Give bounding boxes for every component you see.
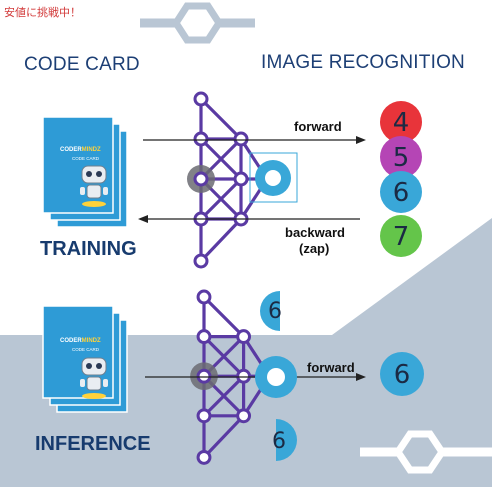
robot-icon xyxy=(80,165,108,207)
network-edge xyxy=(202,295,245,338)
svg-text:6: 6 xyxy=(268,299,282,324)
network-node xyxy=(193,131,209,147)
output-digit-7: 7 xyxy=(380,215,422,257)
card-brand-text: CODERMINDZ xyxy=(60,147,101,153)
backward-label: backward xyxy=(285,225,345,240)
network-node xyxy=(236,408,252,424)
inference-label: INFERENCE xyxy=(35,433,151,455)
forward-label-inference: forward xyxy=(307,360,355,375)
network-edge xyxy=(199,217,243,263)
card-subtitle-text: CODE CARD xyxy=(72,156,100,161)
card-subtitle-text: CODE CARD xyxy=(72,347,100,352)
watermark-text: 安値に挑戦中！ xyxy=(4,6,81,19)
network-edge xyxy=(199,97,243,141)
output-digit-text: 5 xyxy=(393,143,410,173)
hexagon-top-icon xyxy=(140,2,255,44)
output-digit-4: 4 xyxy=(380,101,422,143)
output-digit-text: 7 xyxy=(393,222,410,252)
output-digit-text: 4 xyxy=(393,108,410,138)
forward-arrow-training xyxy=(143,136,366,144)
background-panel xyxy=(0,218,492,487)
output-digit-circle xyxy=(380,171,422,213)
hexagon-bottom-icon xyxy=(360,430,492,474)
output-digit-circle xyxy=(380,101,422,143)
network-node xyxy=(196,408,212,424)
forward-arrow-inference xyxy=(145,373,366,381)
code-card-stack-inference: CODERMINDZ CODE CARD xyxy=(42,305,128,413)
code-card-heading: CODE CARD xyxy=(24,54,140,75)
output-digit-6: 6 xyxy=(380,171,422,213)
network-node xyxy=(193,253,209,269)
image-recognition-heading: IMAGE RECOGNITION xyxy=(261,52,465,73)
network-edge xyxy=(202,375,245,417)
focus-box xyxy=(249,152,298,203)
training-label: TRAINING xyxy=(40,238,137,260)
code-card-stack-training: CODERMINDZ CODE CARD xyxy=(42,116,128,228)
svg-text:6: 6 xyxy=(272,429,286,454)
backward-arrow xyxy=(138,215,360,223)
neural-network-training xyxy=(187,91,269,269)
network-node xyxy=(233,131,249,147)
output-digit-text: 6 xyxy=(393,178,410,208)
network-node xyxy=(196,289,212,305)
network-node xyxy=(196,368,212,384)
donut-node-inference xyxy=(255,356,297,398)
card-brand-text: CODERMINDZ xyxy=(60,338,101,344)
network-edge xyxy=(199,177,243,221)
robot-icon xyxy=(80,357,108,399)
network-node xyxy=(233,171,249,187)
network-node xyxy=(196,329,212,345)
donut-node-training xyxy=(255,160,291,196)
partial-digit-bottom: 6 xyxy=(272,419,297,461)
output-digit-circle xyxy=(380,136,422,178)
partial-digit-top: 6 xyxy=(260,291,282,331)
network-node xyxy=(196,449,212,465)
network-node xyxy=(193,91,209,107)
network-node xyxy=(193,171,209,187)
inference-output-text: 6 xyxy=(394,360,411,390)
network-node xyxy=(236,329,252,345)
output-digit-5: 5 xyxy=(380,136,422,178)
inference-output-digit: 6 xyxy=(380,352,424,396)
output-digits: 4 5 6 7 xyxy=(380,101,422,257)
forward-label-training: forward xyxy=(294,119,342,134)
network-node xyxy=(236,368,252,384)
backward-note: (zap) xyxy=(299,241,330,256)
output-digit-circle xyxy=(380,215,422,257)
network-edge xyxy=(202,414,245,459)
